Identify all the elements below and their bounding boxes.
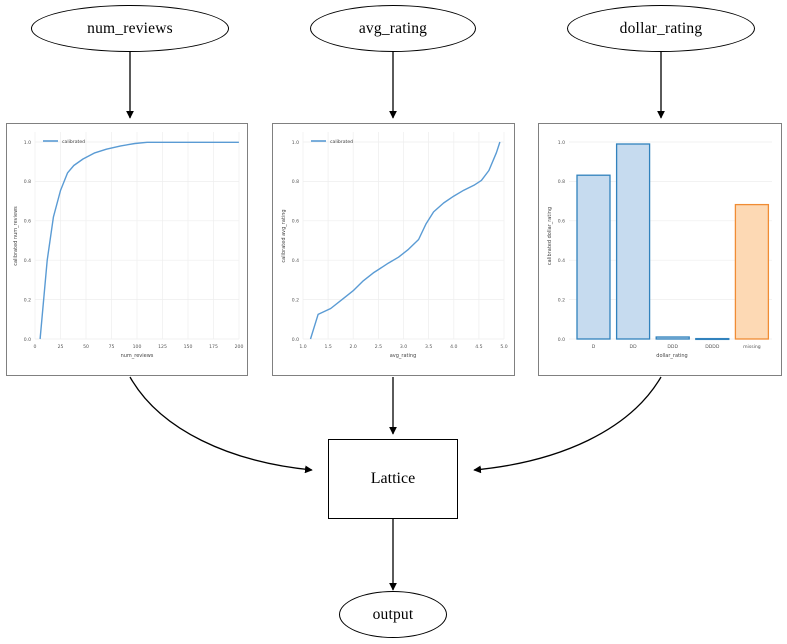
svg-text:missing: missing bbox=[743, 344, 761, 350]
node-lattice-label: Lattice bbox=[370, 470, 416, 487]
node-avg-rating-label: avg_rating bbox=[358, 19, 428, 37]
svg-text:1.5: 1.5 bbox=[324, 344, 331, 350]
node-num-reviews-label: num_reviews bbox=[87, 19, 173, 37]
svg-text:0.4: 0.4 bbox=[292, 258, 299, 264]
svg-text:calibrated: calibrated bbox=[330, 139, 353, 145]
svg-text:DD: DD bbox=[630, 344, 638, 350]
edge-chart1-to-lattice bbox=[129, 376, 313, 474]
svg-text:0.0: 0.0 bbox=[558, 337, 565, 343]
chart-panel-avg-rating: 0.0 0.2 0.4 0.6 0.8 1.0 1.0 1.5 2.0 2.5 … bbox=[272, 123, 515, 376]
svg-text:0.0: 0.0 bbox=[292, 337, 299, 343]
node-avg-rating[interactable]: avg_rating bbox=[310, 5, 476, 52]
svg-text:0.0: 0.0 bbox=[24, 337, 31, 343]
svg-text:50: 50 bbox=[83, 344, 89, 350]
x-tick-labels: 0 25 50 75 100 125 150 175 200 bbox=[34, 344, 244, 350]
y-tick-labels: 0.0 0.2 0.4 0.6 0.8 1.0 bbox=[558, 140, 565, 343]
svg-text:DDDD: DDDD bbox=[705, 344, 720, 350]
svg-text:1.0: 1.0 bbox=[292, 140, 299, 146]
bar-DDD bbox=[655, 336, 690, 340]
avg-rating-plot: 0.0 0.2 0.4 0.6 0.8 1.0 1.0 1.5 2.0 2.5 … bbox=[273, 124, 513, 374]
bar-D bbox=[576, 174, 611, 340]
svg-text:0.4: 0.4 bbox=[24, 258, 31, 264]
svg-text:150: 150 bbox=[184, 344, 193, 350]
edge-chart3-to-lattice bbox=[473, 376, 662, 474]
svg-text:2.5: 2.5 bbox=[375, 344, 382, 350]
svg-text:0.8: 0.8 bbox=[558, 179, 565, 185]
legend: calibrated bbox=[43, 139, 85, 145]
svg-text:0.4: 0.4 bbox=[558, 258, 565, 264]
bar-DDDD bbox=[695, 337, 730, 341]
svg-text:0.8: 0.8 bbox=[292, 179, 299, 185]
y-tick-labels: 0.0 0.2 0.4 0.6 0.8 1.0 bbox=[24, 140, 31, 343]
y-tick-labels: 0.0 0.2 0.4 0.6 0.8 1.0 bbox=[292, 140, 299, 343]
bars bbox=[576, 143, 770, 341]
node-dollar-rating[interactable]: dollar_rating bbox=[567, 5, 755, 52]
svg-text:125: 125 bbox=[158, 344, 167, 350]
svg-text:175: 175 bbox=[209, 344, 218, 350]
svg-text:0: 0 bbox=[34, 344, 37, 350]
svg-text:100: 100 bbox=[133, 344, 142, 350]
y-axis-label: calibrated dollar_rating bbox=[547, 207, 553, 265]
svg-text:0.6: 0.6 bbox=[558, 219, 565, 225]
series-calibrated bbox=[39, 141, 239, 340]
dollar-rating-plot: 0.0 0.2 0.4 0.6 0.8 1.0 D DD DDD DDDD mi bbox=[539, 124, 780, 374]
node-num-reviews[interactable]: num_reviews bbox=[31, 5, 229, 52]
bar-missing bbox=[734, 203, 770, 340]
node-dollar-rating-label: dollar_rating bbox=[619, 19, 703, 37]
x-axis-label: num_reviews bbox=[121, 353, 154, 359]
gridlines-y bbox=[303, 141, 504, 340]
chart-panel-dollar-rating: 0.0 0.2 0.4 0.6 0.8 1.0 D DD DDD DDDD mi bbox=[538, 123, 782, 376]
svg-text:4.0: 4.0 bbox=[450, 344, 457, 350]
gridlines-x bbox=[34, 132, 240, 339]
chart-panel-num-reviews: 0.0 0.2 0.4 0.6 0.8 1.0 0 25 50 75 100 1… bbox=[6, 123, 248, 376]
svg-text:75: 75 bbox=[109, 344, 115, 350]
node-output-label: output bbox=[372, 605, 414, 623]
svg-text:200: 200 bbox=[235, 344, 244, 350]
x-axis-label: avg_rating bbox=[390, 353, 417, 359]
svg-text:1.0: 1.0 bbox=[299, 344, 306, 350]
svg-text:25: 25 bbox=[58, 344, 64, 350]
svg-text:0.2: 0.2 bbox=[558, 297, 565, 303]
x-tick-labels: D DD DDD DDDD missing bbox=[592, 344, 761, 350]
gridlines-x bbox=[302, 132, 505, 339]
svg-text:0.2: 0.2 bbox=[292, 297, 299, 303]
svg-text:5.0: 5.0 bbox=[500, 344, 507, 350]
series-calibrated bbox=[309, 141, 501, 340]
legend: calibrated bbox=[311, 139, 353, 145]
svg-text:0.8: 0.8 bbox=[24, 179, 31, 185]
svg-text:1.0: 1.0 bbox=[24, 140, 31, 146]
svg-text:0.6: 0.6 bbox=[24, 219, 31, 225]
y-axis-label: calibrated avg_rating bbox=[281, 209, 287, 262]
node-lattice[interactable]: Lattice bbox=[328, 439, 458, 519]
svg-text:calibrated: calibrated bbox=[62, 139, 85, 145]
y-axis-label: calibrated num_reviews bbox=[13, 206, 19, 266]
svg-text:DDD: DDD bbox=[667, 344, 678, 350]
x-tick-labels: 1.0 1.5 2.0 2.5 3.0 3.5 4.0 4.5 5.0 bbox=[299, 344, 507, 350]
svg-text:0.6: 0.6 bbox=[292, 219, 299, 225]
node-output[interactable]: output bbox=[339, 591, 447, 638]
svg-text:3.0: 3.0 bbox=[400, 344, 407, 350]
svg-text:2.0: 2.0 bbox=[350, 344, 357, 350]
svg-text:4.5: 4.5 bbox=[475, 344, 482, 350]
svg-text:D: D bbox=[592, 344, 596, 350]
x-axis-label: dollar_rating bbox=[656, 353, 687, 359]
bar-DD bbox=[615, 143, 651, 340]
svg-text:1.0: 1.0 bbox=[558, 140, 565, 146]
svg-text:3.5: 3.5 bbox=[425, 344, 432, 350]
svg-text:0.2: 0.2 bbox=[24, 297, 31, 303]
num-reviews-plot: 0.0 0.2 0.4 0.6 0.8 1.0 0 25 50 75 100 1… bbox=[7, 124, 246, 374]
